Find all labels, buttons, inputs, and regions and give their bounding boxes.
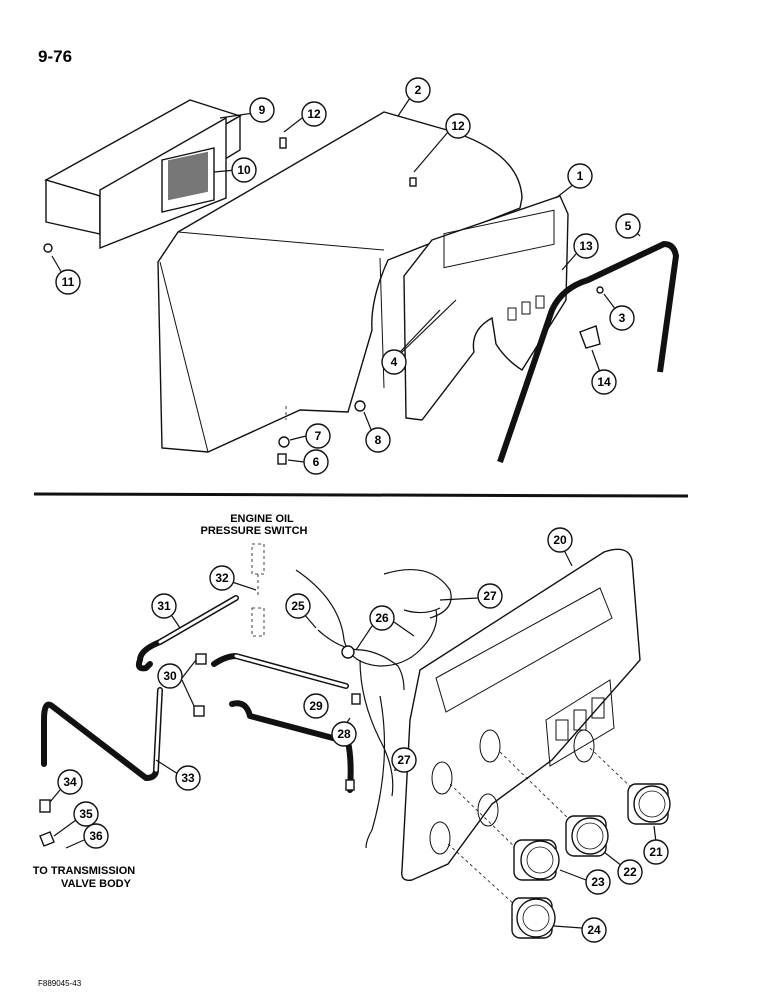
svg-text:13: 13 <box>579 239 593 253</box>
callout-35: 35 <box>53 801 99 837</box>
section-divider <box>33 492 689 498</box>
callout-34: 34 <box>49 769 83 803</box>
svg-text:28: 28 <box>337 727 351 741</box>
gauge-24 <box>447 843 556 939</box>
part-3-screw <box>596 286 604 294</box>
callout-20: 20 <box>547 527 573 567</box>
svg-text:12: 12 <box>307 107 321 121</box>
hose-31 <box>135 595 239 672</box>
svg-text:23: 23 <box>591 875 605 889</box>
svg-text:24: 24 <box>587 923 601 937</box>
callout-8: 8 <box>363 411 391 453</box>
svg-text:9: 9 <box>259 103 266 117</box>
transmission-label-line2: VALVE BODY <box>61 878 132 890</box>
callout-12a: 12 <box>283 101 327 133</box>
svg-text:22: 22 <box>623 865 637 879</box>
svg-text:12: 12 <box>451 119 465 133</box>
part-6-bolt <box>277 453 287 465</box>
svg-text:6: 6 <box>313 455 320 469</box>
callout-5: 5 <box>615 213 641 239</box>
part-11-nut <box>43 243 53 253</box>
callout-4: 4 <box>381 299 457 375</box>
svg-text:7: 7 <box>315 429 322 443</box>
callout-33: 33 <box>155 759 201 791</box>
callout-10: 10 <box>213 157 257 183</box>
pressure-switch <box>251 543 265 637</box>
callout-24: 24 <box>553 917 607 943</box>
callout-25: 25 <box>285 593 317 629</box>
svg-text:36: 36 <box>89 829 103 843</box>
part-12-bolts <box>279 137 417 187</box>
callout-32: 32 <box>209 565 257 591</box>
callout-30: 30 <box>157 659 197 707</box>
svg-text:20: 20 <box>553 533 567 547</box>
svg-text:33: 33 <box>181 771 195 785</box>
page-number: 9-76 <box>38 47 72 66</box>
callout-26: 26 <box>355 605 415 651</box>
svg-text:29: 29 <box>309 699 323 713</box>
svg-text:2: 2 <box>415 83 422 97</box>
transmission-label-line1: TO TRANSMISSION <box>33 865 136 877</box>
callout-29: 29 <box>303 693 329 719</box>
svg-text:1: 1 <box>577 169 584 183</box>
part-1-panel <box>403 195 569 421</box>
callout-28: 28 <box>331 717 357 747</box>
svg-text:11: 11 <box>62 275 75 289</box>
callout-14: 14 <box>591 349 617 395</box>
tube-33 <box>41 687 163 781</box>
callout-3: 3 <box>603 293 635 331</box>
svg-text:3: 3 <box>619 311 626 325</box>
svg-text:31: 31 <box>157 599 171 613</box>
callout-9: 9 <box>219 97 275 123</box>
figure-id: F889045-43 <box>38 979 82 988</box>
wiring-harness <box>295 568 452 849</box>
callout-12b: 12 <box>413 113 471 173</box>
svg-text:4: 4 <box>391 355 398 369</box>
callout-1: 1 <box>555 163 593 199</box>
part-5-seal <box>497 241 679 463</box>
svg-text:5: 5 <box>625 219 632 233</box>
callout-36: 36 <box>65 823 109 849</box>
gauge-23 <box>449 783 560 881</box>
part-14-clip <box>579 325 601 349</box>
callout-6: 6 <box>287 449 329 475</box>
part-7-washer <box>278 436 290 448</box>
gauge-22 <box>499 751 609 857</box>
svg-text:34: 34 <box>63 775 77 789</box>
bottom-callouts: 32 31 25 26 27 20 30 29 28 27 33 34 35 3… <box>49 527 669 943</box>
callout-13: 13 <box>561 233 599 271</box>
svg-text:25: 25 <box>291 599 305 613</box>
callout-21: 21 <box>643 825 669 865</box>
top-callouts: 9 10 11 12 12 2 1 13 5 3 4 14 7 6 8 <box>51 77 641 475</box>
fittings <box>39 653 361 847</box>
part-20-instrument-panel <box>401 548 641 881</box>
svg-text:32: 32 <box>215 571 229 585</box>
callout-23: 23 <box>559 869 611 895</box>
svg-text:21: 21 <box>649 845 663 859</box>
part-8-nut <box>354 400 366 412</box>
svg-text:27: 27 <box>397 753 411 767</box>
hose-29 <box>211 653 354 793</box>
svg-text:14: 14 <box>597 375 611 389</box>
callout-27b: 27 <box>391 747 417 773</box>
svg-text:30: 30 <box>163 669 177 683</box>
svg-text:35: 35 <box>79 807 93 821</box>
callout-7: 7 <box>289 423 331 449</box>
gauge-21 <box>589 747 671 825</box>
callout-22: 22 <box>603 851 643 885</box>
part-10-plate <box>161 147 215 213</box>
callout-2: 2 <box>397 77 431 117</box>
svg-text:10: 10 <box>237 163 251 177</box>
callout-27a: 27 <box>439 583 503 609</box>
engine-oil-label-line1: ENGINE OIL <box>230 513 294 525</box>
callout-31: 31 <box>151 593 181 629</box>
engine-oil-label-line2: PRESSURE SWITCH <box>201 525 308 537</box>
svg-text:27: 27 <box>483 589 497 603</box>
callout-11: 11 <box>51 255 81 295</box>
svg-text:8: 8 <box>375 433 382 447</box>
svg-text:26: 26 <box>375 611 389 625</box>
